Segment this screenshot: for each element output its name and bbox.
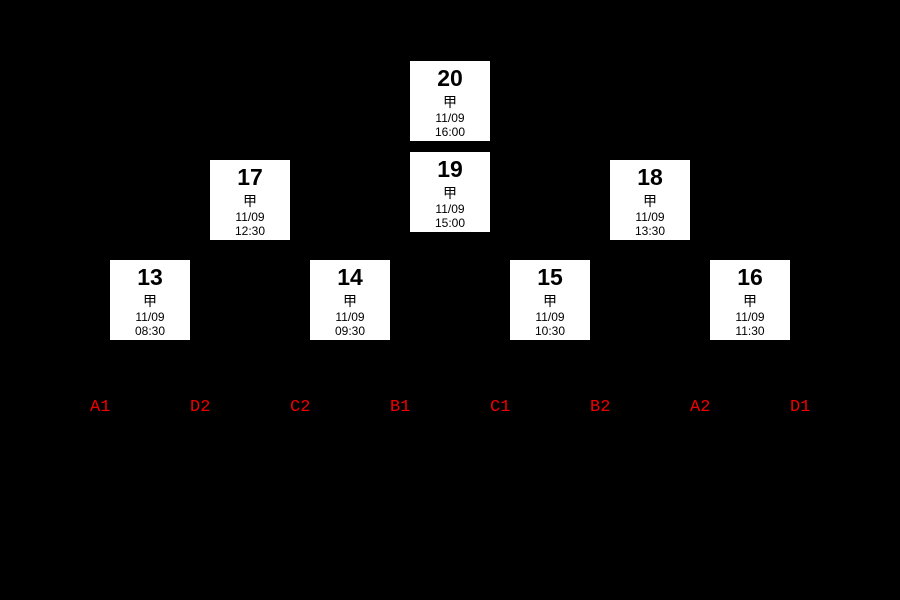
match-box-16: 16 甲 11/09 11:30 bbox=[710, 260, 790, 340]
seed-label-a2: A2 bbox=[690, 398, 711, 417]
match-group: 甲 bbox=[243, 193, 257, 209]
match-time: 13:30 bbox=[634, 224, 666, 238]
match-group: 甲 bbox=[643, 193, 657, 209]
match-time: 15:00 bbox=[434, 216, 466, 230]
match-time: 08:30 bbox=[134, 324, 166, 338]
seed-label-a1: A1 bbox=[90, 398, 111, 417]
match-box-13: 13 甲 11/09 08:30 bbox=[110, 260, 190, 340]
match-time: 11:30 bbox=[735, 324, 765, 338]
match-date: 11/09 bbox=[435, 202, 465, 216]
match-group: 甲 bbox=[443, 185, 457, 201]
match-time: 10:30 bbox=[534, 324, 566, 338]
seed-label-b2: B2 bbox=[590, 398, 611, 417]
match-number: 20 bbox=[437, 65, 463, 91]
match-group: 甲 bbox=[543, 293, 557, 309]
match-group: 甲 bbox=[343, 293, 357, 309]
seed-label-c1: C1 bbox=[490, 398, 511, 417]
match-group: 甲 bbox=[743, 293, 757, 309]
match-box-20: 20 甲 11/09 16:00 bbox=[410, 61, 490, 141]
match-number: 16 bbox=[737, 264, 763, 290]
match-number: 14 bbox=[337, 264, 363, 290]
match-box-15: 15 甲 11/09 10:30 bbox=[510, 260, 590, 340]
match-date: 11/09 bbox=[635, 210, 665, 224]
seed-label-d1: D1 bbox=[790, 398, 811, 417]
seed-label-d2: D2 bbox=[190, 398, 211, 417]
match-date: 11/09 bbox=[135, 310, 165, 324]
match-date: 11/09 bbox=[235, 210, 265, 224]
match-box-17: 17 甲 11/09 12:30 bbox=[210, 160, 290, 240]
match-box-18: 18 甲 11/09 13:30 bbox=[610, 160, 690, 240]
match-time: 09:30 bbox=[334, 324, 366, 338]
match-time: 12:30 bbox=[234, 224, 266, 238]
match-date: 11/09 bbox=[535, 310, 565, 324]
seed-label-b1: B1 bbox=[390, 398, 411, 417]
match-number: 17 bbox=[237, 164, 263, 190]
match-group: 甲 bbox=[443, 94, 457, 110]
seed-label-c2: C2 bbox=[290, 398, 311, 417]
match-time: 16:00 bbox=[434, 125, 466, 139]
match-box-14: 14 甲 11/09 09:30 bbox=[310, 260, 390, 340]
match-date: 11/09 bbox=[335, 310, 365, 324]
match-number: 15 bbox=[537, 264, 563, 290]
match-box-19: 19 甲 11/09 15:00 bbox=[410, 152, 490, 232]
match-group: 甲 bbox=[143, 293, 157, 309]
match-number: 13 bbox=[137, 264, 163, 290]
match-number: 19 bbox=[437, 156, 463, 182]
match-number: 18 bbox=[637, 164, 663, 190]
match-date: 11/09 bbox=[435, 111, 465, 125]
match-date: 11/09 bbox=[735, 310, 765, 324]
